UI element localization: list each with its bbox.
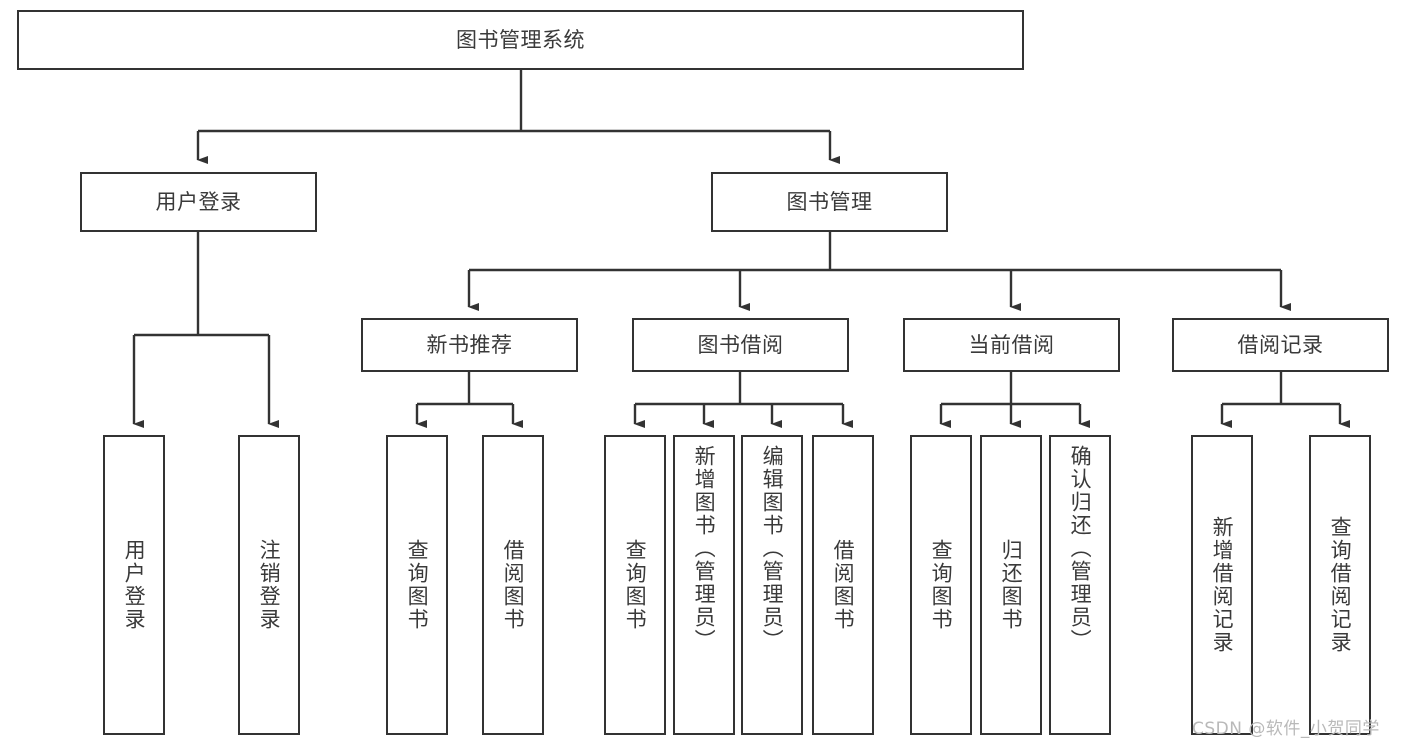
- watermark: CSDN @软件_小贺同学: [1192, 719, 1380, 739]
- leaf-borrow-book-2[interactable]: 借阅图书: [812, 435, 874, 735]
- node-user-login[interactable]: 用户登录: [80, 172, 317, 232]
- leaf-return-book-label: 归还图书: [999, 539, 1024, 631]
- leaf-add-record-label: 新增借阅记录: [1210, 516, 1235, 654]
- leaf-query-record-label: 查询借阅记录: [1328, 516, 1353, 654]
- leaf-add-record[interactable]: 新增借阅记录: [1191, 435, 1253, 735]
- leaf-edit-book-label: 编辑图书（管理员）: [760, 445, 785, 652]
- node-new-book-recommend[interactable]: 新书推荐: [361, 318, 578, 372]
- leaf-query-book-1[interactable]: 查询图书: [386, 435, 448, 735]
- leaf-logout-login-label: 注销登录: [257, 539, 282, 631]
- leaf-user-login-label: 用户登录: [122, 539, 147, 631]
- leaf-confirm-return-label: 确认归还（管理员）: [1068, 445, 1093, 652]
- leaf-query-book-3[interactable]: 查询图书: [910, 435, 972, 735]
- node-book-management-label: 图书管理: [786, 189, 873, 214]
- node-root-label: 图书管理系统: [456, 27, 585, 52]
- node-book-borrow-label: 图书借阅: [697, 332, 784, 357]
- leaf-query-record[interactable]: 查询借阅记录: [1309, 435, 1371, 735]
- node-borrow-record[interactable]: 借阅记录: [1172, 318, 1389, 372]
- node-book-management[interactable]: 图书管理: [711, 172, 948, 232]
- node-current-borrow[interactable]: 当前借阅: [903, 318, 1120, 372]
- leaf-add-book[interactable]: 新增图书（管理员）: [673, 435, 735, 735]
- leaf-logout-login[interactable]: 注销登录: [238, 435, 300, 735]
- node-book-borrow[interactable]: 图书借阅: [632, 318, 849, 372]
- leaf-query-book-1-label: 查询图书: [405, 539, 430, 631]
- node-user-login-label: 用户登录: [155, 189, 242, 214]
- leaf-query-book-2-label: 查询图书: [623, 539, 648, 631]
- leaf-borrow-book-1-label: 借阅图书: [501, 539, 526, 631]
- leaf-borrow-book-2-label: 借阅图书: [831, 539, 856, 631]
- leaf-return-book[interactable]: 归还图书: [980, 435, 1042, 735]
- leaf-edit-book[interactable]: 编辑图书（管理员）: [741, 435, 803, 735]
- leaf-query-book-2[interactable]: 查询图书: [604, 435, 666, 735]
- leaf-query-book-3-label: 查询图书: [929, 539, 954, 631]
- node-borrow-record-label: 借阅记录: [1237, 332, 1324, 357]
- node-current-borrow-label: 当前借阅: [968, 332, 1055, 357]
- node-root[interactable]: 图书管理系统: [17, 10, 1024, 70]
- node-new-book-recommend-label: 新书推荐: [426, 332, 513, 357]
- leaf-confirm-return[interactable]: 确认归还（管理员）: [1049, 435, 1111, 735]
- leaf-borrow-book-1[interactable]: 借阅图书: [482, 435, 544, 735]
- leaf-user-login[interactable]: 用户登录: [103, 435, 165, 735]
- leaf-add-book-label: 新增图书（管理员）: [692, 445, 717, 652]
